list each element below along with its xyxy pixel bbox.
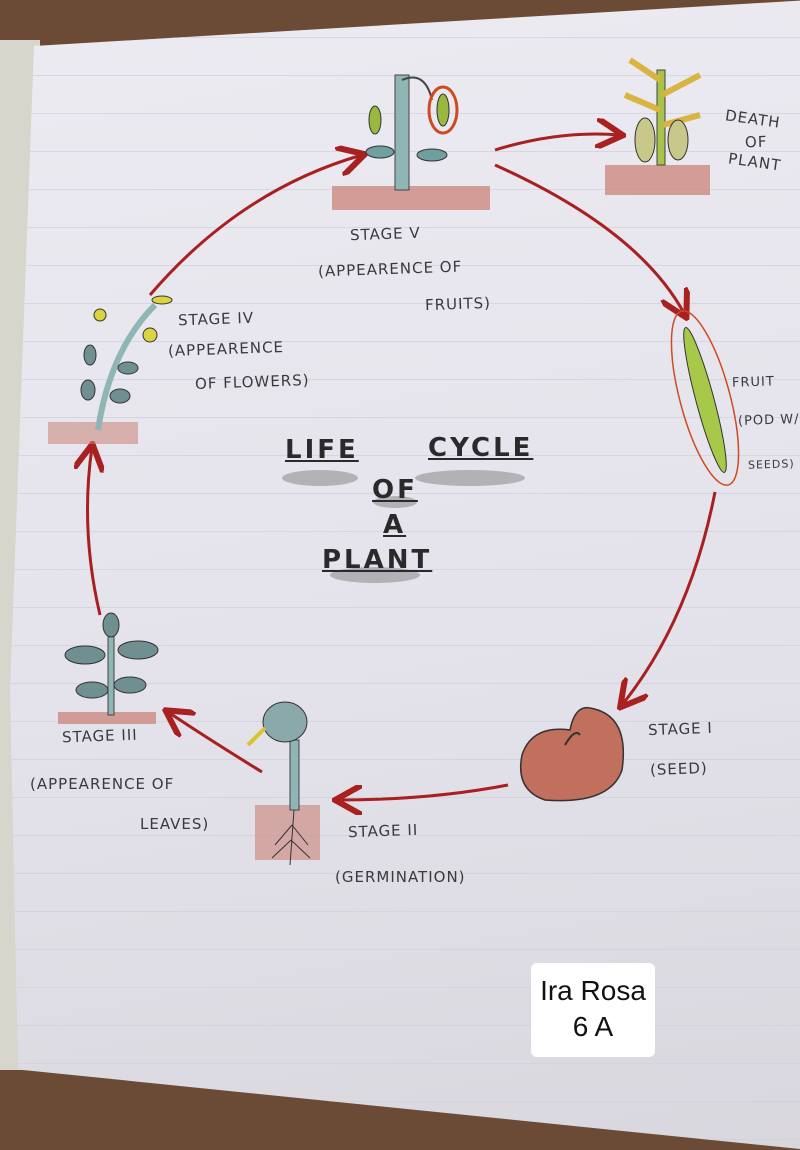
- fruit-line-1: FRUIT: [731, 374, 776, 391]
- stage-i-label: STAGE I: [647, 718, 714, 740]
- arrow-pod-to-seed: [622, 491, 717, 705]
- fruit-line-3: SEEDS): [747, 457, 795, 472]
- arrow-fruits-to-pod: [494, 163, 685, 315]
- arrow-leaves-to-flowers: [88, 447, 101, 616]
- student-name: Ira Rosa: [540, 975, 646, 1006]
- stage-ii-desc: (GERMINATION): [335, 868, 466, 886]
- title-a: A: [383, 510, 407, 540]
- title-life: LIFE: [285, 435, 359, 465]
- stage-iv-label: STAGE IV: [177, 308, 255, 330]
- title-cycle: CYCLE: [428, 433, 534, 463]
- stage-v-label: STAGE V: [349, 223, 421, 245]
- death-line-2: OF: [744, 132, 768, 152]
- stage-iii-desc-2: LEAVES): [140, 815, 210, 833]
- fruit-pod-drawing: [670, 310, 740, 486]
- arrow-germination-to-leaves: [168, 712, 263, 774]
- stage-iii-desc-1: (APPEARENCE OF: [30, 775, 175, 793]
- seed-drawing: [520, 706, 625, 802]
- stage-iii-plant-drawing: [58, 612, 159, 724]
- dead-plant-drawing: [605, 57, 710, 195]
- arrow-seed-to-germination: [338, 783, 509, 800]
- title-plant: PLANT: [322, 545, 433, 575]
- arrow-fruits-to-death: [494, 134, 620, 152]
- fruit-line-2: (POD W/: [737, 411, 800, 430]
- germination-drawing: [246, 701, 320, 866]
- stage-iv-plant-drawing: [48, 295, 173, 444]
- stage-v-plant-drawing: [332, 74, 490, 210]
- student-class: 6 A: [572, 1011, 614, 1042]
- title-shading: [282, 470, 525, 583]
- name-tag: Ira Rosa 6 A: [531, 963, 655, 1057]
- stage-i-desc: (SEED): [649, 758, 709, 780]
- arrow-flowers-to-fruits: [148, 155, 362, 296]
- cycle-arrows: [88, 134, 717, 800]
- stage-iii-label: STAGE III: [61, 725, 138, 747]
- stage-ii-label: STAGE II: [347, 820, 419, 842]
- title-of: OF: [372, 475, 418, 505]
- stage-v-desc-2: FRUITS): [424, 293, 492, 315]
